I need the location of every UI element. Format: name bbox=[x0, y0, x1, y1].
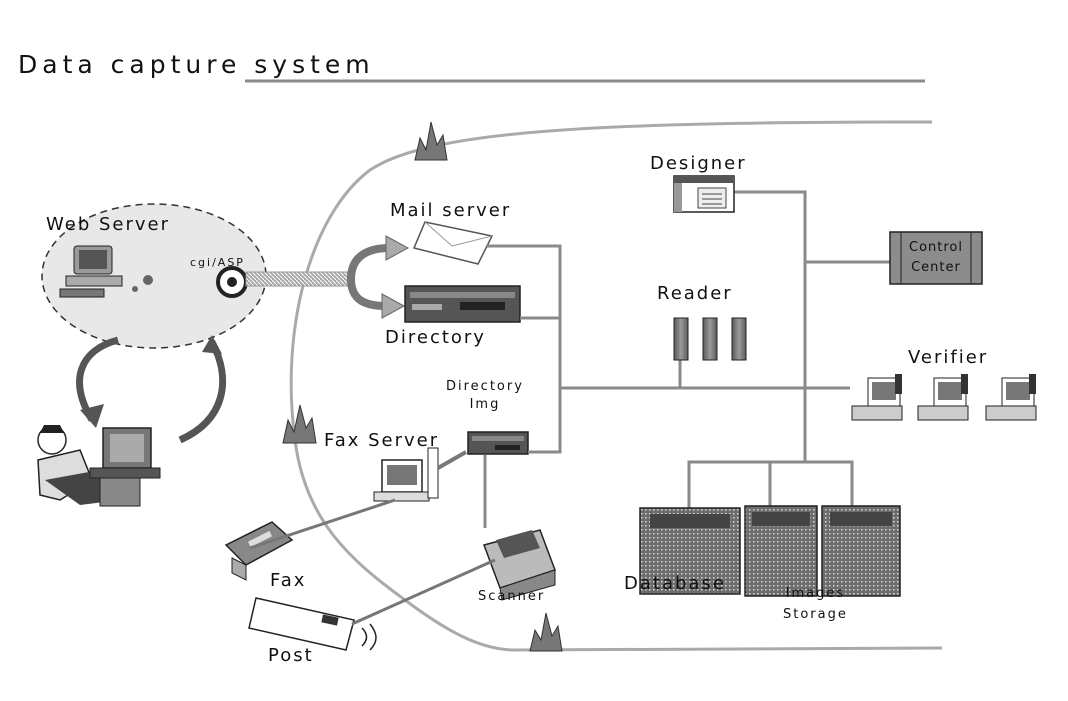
designer-app-icon bbox=[674, 176, 734, 212]
fire-icon bbox=[530, 613, 562, 651]
verifier-label: Verifier bbox=[908, 349, 988, 367]
web-to-mail-pipe bbox=[246, 272, 351, 286]
left-curved-arrow-icon bbox=[80, 340, 118, 428]
control-center-label: Control Center bbox=[896, 238, 976, 278]
directory-img-server-icon bbox=[468, 432, 528, 454]
fax-label: Fax bbox=[270, 572, 306, 590]
mail-server-label: Mail server bbox=[390, 202, 511, 220]
mail-server-envelope-icon bbox=[414, 222, 492, 264]
post-envelope-icon bbox=[249, 598, 376, 650]
split-arrow-icon bbox=[351, 236, 408, 318]
cgi-asp-label: cgi/ASP bbox=[190, 257, 245, 268]
fire-icon bbox=[415, 122, 447, 160]
verifier-workstations-icon bbox=[852, 374, 1036, 420]
fax-server-label: Fax Server bbox=[324, 432, 439, 450]
post-label: Post bbox=[268, 647, 314, 665]
cgi-asp-gear-icon bbox=[218, 268, 246, 296]
scanner-label: Scanner bbox=[478, 590, 545, 603]
fire-icon bbox=[283, 405, 316, 443]
faxserver-link-line bbox=[438, 452, 466, 468]
reader-label: Reader bbox=[657, 285, 733, 303]
designer-label: Designer bbox=[650, 155, 747, 173]
person-at-computer-icon bbox=[38, 425, 160, 506]
directory-label: Directory bbox=[385, 329, 486, 347]
fax-server-computer-icon bbox=[374, 448, 438, 501]
directory-server-icon bbox=[405, 286, 520, 322]
directory-img-label: Directory Img bbox=[446, 378, 524, 413]
web-server-label: Web Server bbox=[46, 216, 170, 234]
database-label: Database bbox=[624, 575, 726, 593]
page-title: Data capture system bbox=[18, 52, 375, 77]
right-curved-arrow-icon bbox=[180, 335, 223, 440]
images-storage-label: Images Storage bbox=[783, 584, 848, 626]
reader-units-icon bbox=[674, 318, 746, 360]
